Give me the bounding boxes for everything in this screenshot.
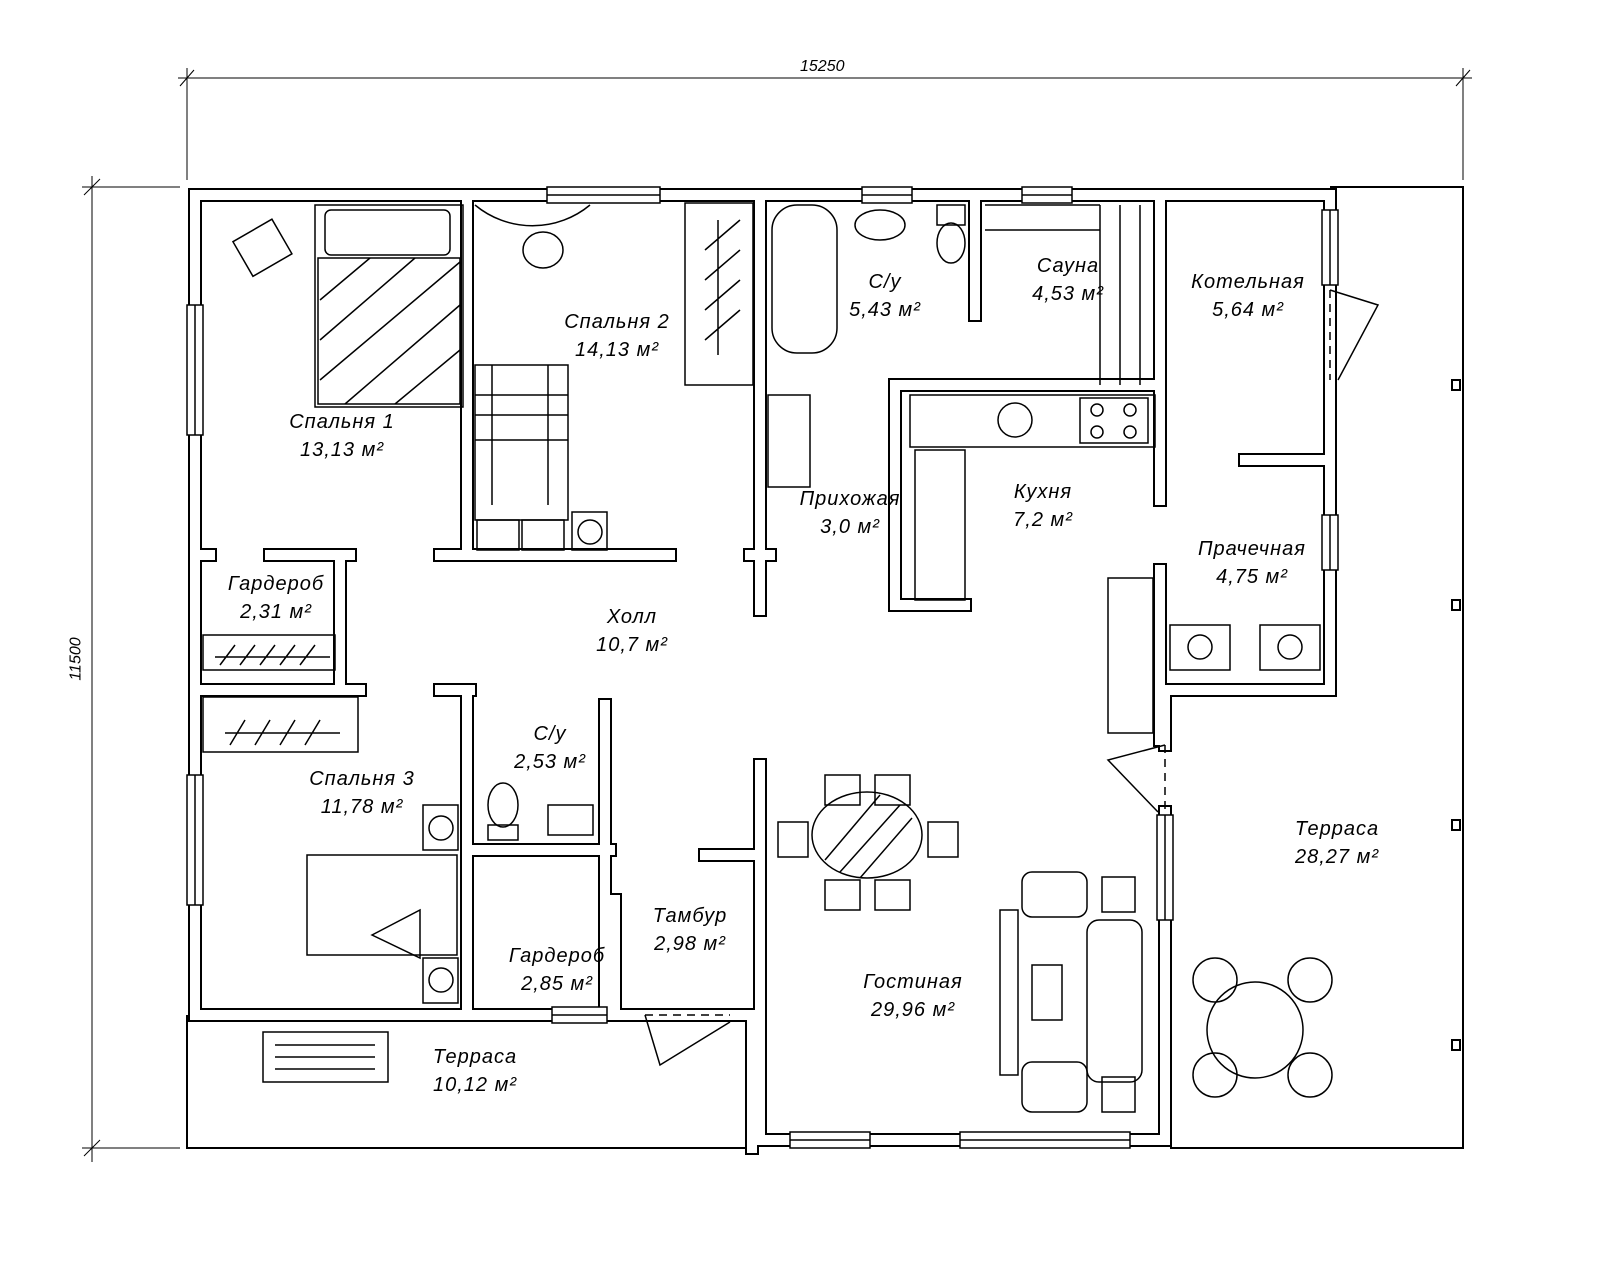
room-name: Кухня	[1013, 481, 1073, 503]
room-label: С/у 2,53 м²	[514, 720, 586, 776]
fireplace	[999, 909, 1019, 1076]
height-dimension: 11500	[67, 637, 85, 681]
room-area: 2,98 м²	[654, 933, 726, 955]
room-label: Терраса 10,12 м²	[433, 1043, 517, 1099]
room-label: Гостиная 29,96 м²	[863, 968, 962, 1024]
terrace-outline	[186, 186, 1464, 1149]
kitchen-counter	[909, 394, 1156, 448]
room-label: С/у 5,43 м²	[849, 268, 921, 324]
room-area: 10,7 м²	[596, 634, 668, 656]
terrace-table	[1206, 981, 1304, 1079]
room-name: С/у	[868, 271, 902, 293]
dining-table	[811, 791, 923, 879]
room-name: Терраса	[1294, 818, 1380, 840]
sofa	[1086, 919, 1143, 1083]
bed-bedroom-2	[474, 364, 569, 521]
coffee-table	[1031, 964, 1063, 1021]
room-name: Сауна	[1036, 255, 1100, 277]
room-name: Гардероб	[508, 945, 606, 967]
room-label: Котельная 5,64 м²	[1191, 268, 1305, 324]
room-name: Спальня 1	[289, 411, 395, 433]
room-area: 5,64 м²	[1212, 299, 1284, 321]
doors	[474, 204, 1380, 1067]
room-area: 3,0 м²	[820, 516, 880, 538]
width-dimension: 15250	[800, 58, 845, 75]
room-label: Спальня 1 13,13 м²	[289, 408, 395, 464]
wardrobe-bedroom-2	[684, 202, 754, 386]
room-area: 7,2 м²	[1013, 509, 1073, 531]
walls	[188, 188, 1337, 1155]
room-area: 14,13 м²	[575, 339, 659, 361]
room-label: Сауна 4,53 м²	[1032, 252, 1104, 308]
toilet	[936, 204, 966, 226]
laundry-machine-2	[1259, 624, 1321, 671]
wardrobe-1	[202, 634, 336, 671]
room-area: 28,27 м²	[1295, 846, 1379, 868]
bed-bedroom-1	[314, 204, 464, 408]
bench	[262, 1031, 389, 1083]
furniture	[202, 202, 1333, 1113]
room-name: Спальня 2	[564, 311, 670, 333]
room-label: Спальня 3 11,78 м²	[309, 765, 415, 821]
armchair	[231, 218, 293, 278]
room-name: Прачечная	[1198, 538, 1306, 560]
room-name: Гостиная	[863, 971, 963, 993]
room-area: 4,53 м²	[1032, 283, 1104, 305]
room-area: 2,31 м²	[240, 601, 312, 623]
room-label: Прачечная 4,75 м²	[1198, 535, 1306, 591]
room-area: 2,53 м²	[514, 751, 586, 773]
dimension-lines	[82, 68, 1472, 1162]
room-label: Гардероб 2,31 м²	[228, 570, 324, 626]
room-area: 2,85 м²	[521, 973, 593, 995]
bathtub	[771, 204, 838, 354]
room-label: Тамбур 2,98 м²	[653, 902, 728, 958]
room-name: Терраса	[432, 1046, 518, 1068]
room-label: Холл 10,7 м²	[596, 603, 668, 659]
toilet-2	[487, 782, 519, 828]
room-name: Котельная	[1191, 271, 1305, 293]
windows	[186, 186, 1339, 1149]
room-area: 11,78 м²	[320, 796, 404, 818]
room-area: 4,75 м²	[1216, 566, 1288, 588]
room-name: Прихожая	[799, 488, 901, 510]
office-chair	[522, 231, 564, 269]
room-name: Спальня 3	[309, 768, 415, 790]
room-name: Гардероб	[227, 573, 325, 595]
room-label: Спальня 2 14,13 м²	[564, 308, 670, 364]
room-label: Прихожая 3,0 м²	[800, 485, 901, 541]
laundry-machine-1	[1169, 624, 1231, 671]
wardrobe-2	[202, 696, 359, 753]
stove	[1079, 397, 1149, 444]
room-area: 13,13 м²	[300, 439, 384, 461]
room-name: Холл	[606, 606, 658, 628]
washbasin	[854, 209, 906, 241]
sauna-bench	[985, 204, 1141, 385]
room-name: Тамбур	[652, 905, 728, 927]
room-area: 29,96 м²	[871, 999, 955, 1021]
bed-bedroom-3	[306, 854, 458, 956]
room-name: С/у	[533, 723, 567, 745]
washbasin-2	[547, 804, 594, 836]
room-label: Кухня 7,2 м²	[1013, 478, 1073, 534]
room-label: Терраса 28,27 м²	[1295, 815, 1379, 871]
room-area: 10,12 м²	[433, 1074, 517, 1096]
room-area: 5,43 м²	[849, 299, 921, 321]
room-label: Гардероб 2,85 м²	[509, 942, 605, 998]
